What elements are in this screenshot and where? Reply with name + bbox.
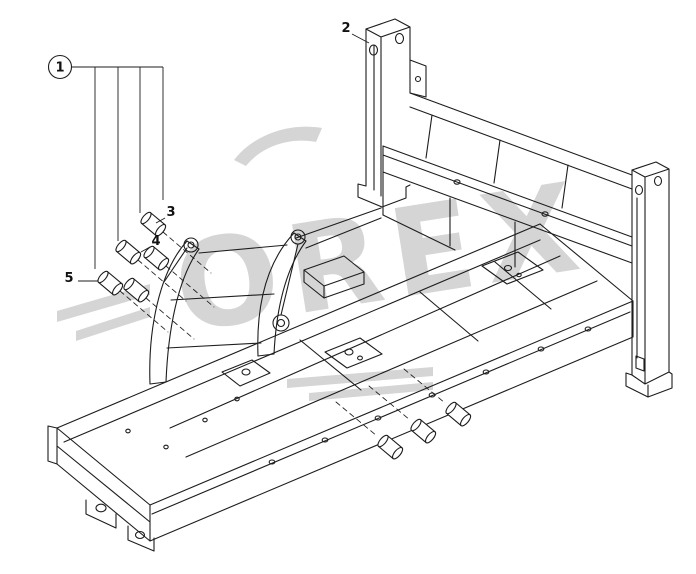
callout-number: 4 bbox=[151, 234, 160, 249]
bushings-right bbox=[377, 401, 472, 460]
hole bbox=[537, 346, 545, 352]
bushing-cap bbox=[424, 430, 437, 444]
frame-interior bbox=[169, 207, 598, 458]
chassis-drawing bbox=[47, 18, 673, 552]
bolt-hole bbox=[634, 184, 644, 196]
callout-number: 2 bbox=[341, 21, 350, 36]
mount-plate-right bbox=[257, 232, 307, 357]
bushing bbox=[143, 245, 170, 271]
hole bbox=[357, 355, 363, 361]
leader-line bbox=[155, 217, 166, 224]
bushing-cap bbox=[140, 211, 152, 225]
hole bbox=[503, 264, 513, 272]
rear-post-top bbox=[357, 18, 427, 208]
bushing bbox=[97, 270, 124, 296]
mount-cross-members bbox=[163, 243, 365, 387]
bushing-cap bbox=[391, 446, 404, 460]
bushing bbox=[445, 401, 472, 427]
bushings-left bbox=[97, 211, 170, 303]
rear-post-right bbox=[625, 161, 673, 398]
callout-number: 3 bbox=[166, 205, 175, 220]
bushing bbox=[140, 211, 167, 237]
callout-5: 5 bbox=[64, 271, 98, 286]
bushing bbox=[377, 434, 404, 460]
callout-2: 2 bbox=[341, 21, 370, 44]
post-bracket bbox=[409, 59, 427, 98]
watermark-logo-swoosh bbox=[234, 126, 322, 166]
hole bbox=[125, 428, 131, 434]
bushing-cap bbox=[123, 277, 135, 291]
hole bbox=[163, 444, 169, 450]
callout-3: 3 bbox=[155, 205, 176, 224]
bushing bbox=[115, 239, 142, 265]
hole bbox=[482, 369, 490, 375]
bushing bbox=[410, 418, 437, 444]
callout-1: 1 bbox=[47, 54, 164, 269]
post-detail bbox=[635, 197, 645, 372]
main-frame bbox=[47, 207, 634, 552]
pivot-hole bbox=[187, 241, 195, 249]
hole bbox=[584, 326, 592, 332]
bushing bbox=[123, 277, 150, 303]
hole bbox=[374, 415, 382, 421]
bushing-cap bbox=[115, 239, 127, 253]
front-feet bbox=[85, 499, 155, 552]
hole bbox=[202, 417, 208, 423]
hole bbox=[321, 437, 329, 443]
bolt-hole bbox=[368, 44, 379, 56]
mount-plate-left bbox=[149, 240, 200, 385]
bushing-cap bbox=[410, 418, 422, 432]
bracket-hole bbox=[241, 368, 251, 376]
bolt-hole bbox=[394, 32, 405, 45]
bushing-cap bbox=[143, 245, 155, 259]
bolt-hole bbox=[653, 175, 663, 187]
assembly-centerlines bbox=[119, 231, 446, 437]
hole bbox=[453, 179, 461, 185]
bushing-cap bbox=[97, 270, 109, 284]
watermark-logo-stripe bbox=[309, 382, 433, 401]
pivot-hole bbox=[276, 318, 286, 328]
loader-mount bbox=[149, 229, 365, 387]
leader-line bbox=[71, 66, 164, 269]
rear-beams bbox=[382, 92, 633, 268]
pivot-boss bbox=[272, 314, 290, 332]
callout-balloon bbox=[47, 54, 73, 80]
leader-line bbox=[351, 33, 370, 44]
pivot-boss bbox=[183, 237, 199, 253]
hole bbox=[541, 211, 549, 217]
callouts: 1 2 3 4 5 bbox=[47, 21, 370, 286]
pivot-hole bbox=[294, 233, 302, 241]
hole bbox=[414, 75, 422, 83]
bushing-cap bbox=[377, 434, 389, 448]
callout-number: 1 bbox=[55, 61, 64, 76]
hole bbox=[234, 396, 240, 402]
beam-lines bbox=[382, 92, 633, 268]
callout-number: 5 bbox=[64, 271, 73, 286]
foot-hole bbox=[134, 530, 146, 540]
hole bbox=[344, 348, 354, 356]
watermark-logo-stripe bbox=[57, 284, 150, 322]
post-outline bbox=[625, 161, 673, 398]
hole bbox=[516, 272, 522, 278]
callout-4: 4 bbox=[140, 234, 161, 253]
bushing-cap bbox=[459, 413, 472, 427]
hole bbox=[268, 459, 276, 465]
frame-holes bbox=[125, 264, 592, 465]
foot-hole bbox=[95, 503, 107, 513]
watermark-logo-stripe bbox=[287, 367, 433, 388]
watermark-logo-stripe bbox=[76, 307, 150, 341]
leader-line bbox=[140, 246, 151, 253]
bushing-cap bbox=[445, 401, 457, 415]
